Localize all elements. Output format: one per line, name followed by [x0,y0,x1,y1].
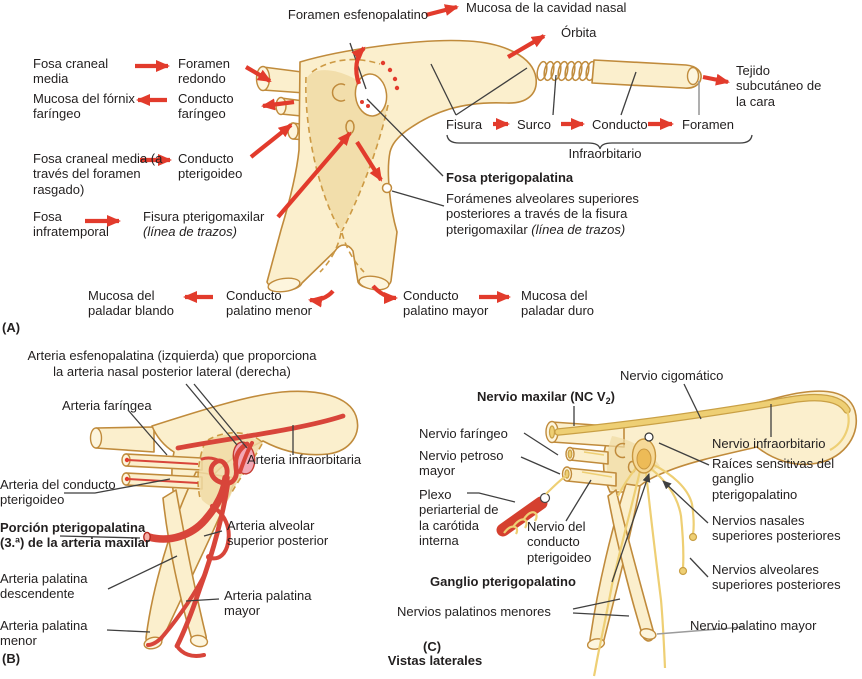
label-mucosa-fornix: Mucosa del fórnix faríngeo [33,91,135,122]
label-arteria-infraorbitaria: Arteria infraorbitaria [247,452,362,467]
infraorbital-canal [591,59,702,89]
label-arteria-esfenopalatina-line1: Arteria esfenopalatina (izquierda) que p… [27,348,317,363]
panel-c-nerves [496,393,851,677]
label-chain-fisura: Fisura [446,117,483,132]
label-mucosa-paladar-duro: Mucosa del paladar duro [521,288,594,319]
label-conducto-faringeo: Conducto faríngeo [178,91,234,122]
label-plexo-periarterial: Plexo periarterial de la carótida intern… [419,487,499,548]
label-fosa-pterigopalatina: Fosa pterigopalatina [446,170,574,185]
label-arteria-faringea: Arteria faríngea [62,398,152,413]
label-fosa-craneal-media-rasgado: Fosa craneal media (a través del foramen… [33,151,163,197]
panel-c-leg-right [607,489,655,642]
label-nervios-palatinos-menores: Nervios palatinos menores [397,604,551,619]
arteria-esfenopalatina-vessel [238,441,254,474]
label-conducto-pterigoideo: Conducto pterigoideo [178,151,243,182]
label-fosa-infratemporal: Fosa infratemporal [33,209,109,240]
label-nervio-maxilar: Nervio maxilar (NC V2) [477,389,615,406]
label-nervio-cigomatico: Nervio cigomático [620,368,724,383]
label-arteria-palatina-menor: Arteria palatina menor [0,618,88,649]
label-conducto-palatino-mayor: Conducto palatino mayor [403,288,489,319]
label-nervio-palatino-mayor: Nervio palatino mayor [690,618,817,633]
infraorbital-groove-coil [536,60,597,82]
label-nervios-alveolares: Nervios alveolares superiores posteriore… [712,562,841,593]
label-arteria-alveolar: Arteria alveolar superior posterior [227,518,329,549]
label-nervio-conducto-pterigoideo: Nervio del conducto pterigoideo [527,519,592,565]
panel-b-tag: (B) [2,651,21,666]
label-ganglio-pterigopalatino: Ganglio pterigopalatino [430,574,576,589]
label-foramen-esfenopalatino: Foramen esfenopalatino [287,7,429,22]
nervio-infraorbitario-band [829,409,850,451]
panel-c-leaders [467,383,772,635]
label-nervio-infraorbitario: Nervio infraorbitario [712,436,826,451]
label-porcion-pterigopalatina: Porción pterigopalatina (3.ª) de la arte… [0,520,151,551]
panel-a-arrows [85,4,730,308]
panel-b-leaders [59,383,294,633]
label-raices-sensitivas: Raíces sensitivas del ganglio pterigopal… [712,456,835,502]
panel-c-tag: (C) [423,639,442,654]
label-conducto-palatino-menor: Conducto palatino menor [226,288,312,319]
arteria-faringea-vessel [200,456,224,464]
panel-a-bone [255,39,702,293]
label-chain-surco: Surco [517,117,551,132]
label-nervio-faringeo: Nervio faríngeo [419,426,508,441]
label-tejido-subcutaneo: Tejido subcutáneo de la cara [736,63,822,109]
label-mucosa-cavidad-nasal: Mucosa de la cavidad nasal [466,0,627,15]
label-arteria-palatina-mayor: Arteria palatina mayor [224,588,312,619]
label-nervios-nasales: Nervios nasales superiores posteriores [712,513,841,544]
figure-caption: Vistas laterales [387,653,483,668]
arteria-alveolar-vessel [209,504,231,561]
label-arteria-palatina-descendente: Arteria palatina descendente [0,571,88,602]
sphenopalatine-foramen [354,73,388,117]
panel-a-tag: (A) [2,320,21,335]
carotida-interna-vessel [496,496,548,537]
label-orbita: Órbita [561,25,597,40]
label-arteria-esfenopalatina-line2: la arteria nasal posterior lateral (dere… [53,364,291,379]
label-foramen-redondo: Foramen redondo [178,56,231,87]
label-fosa-craneal-media: Fosa craneal media [33,56,109,87]
arteria-maxilar-vessel [145,474,230,543]
infraorbital-brace [446,134,753,150]
label-nervio-petroso-mayor: Nervio petroso mayor [419,448,504,479]
arteria-palatina-menor-vessel [146,570,208,647]
panel-b-arteries [124,413,346,658]
label-infraorbitario: Infraorbitario [568,146,642,161]
label-chain-foramen: Foramen [682,117,735,132]
nervio-petroso-band [545,475,567,495]
arteria-infraorbitaria-vessel [175,413,346,451]
nervio-maxilar-band [555,395,850,435]
label-foramenes-alveolares: Forámenes alveolares superiores posterio… [446,191,639,237]
label-mucosa-paladar-blando: Mucosa del paladar blando [88,288,175,319]
label-arteria-conducto-pterigoideo: Arteria del conducto pterigoideo [0,477,116,508]
alveolar-foramen-dot [381,182,393,194]
label-chain-conducto: Conducto [592,117,648,132]
label-fisura-pterigomaxilar: Fisura pterigomaxilar (línea de trazos) [143,209,265,240]
